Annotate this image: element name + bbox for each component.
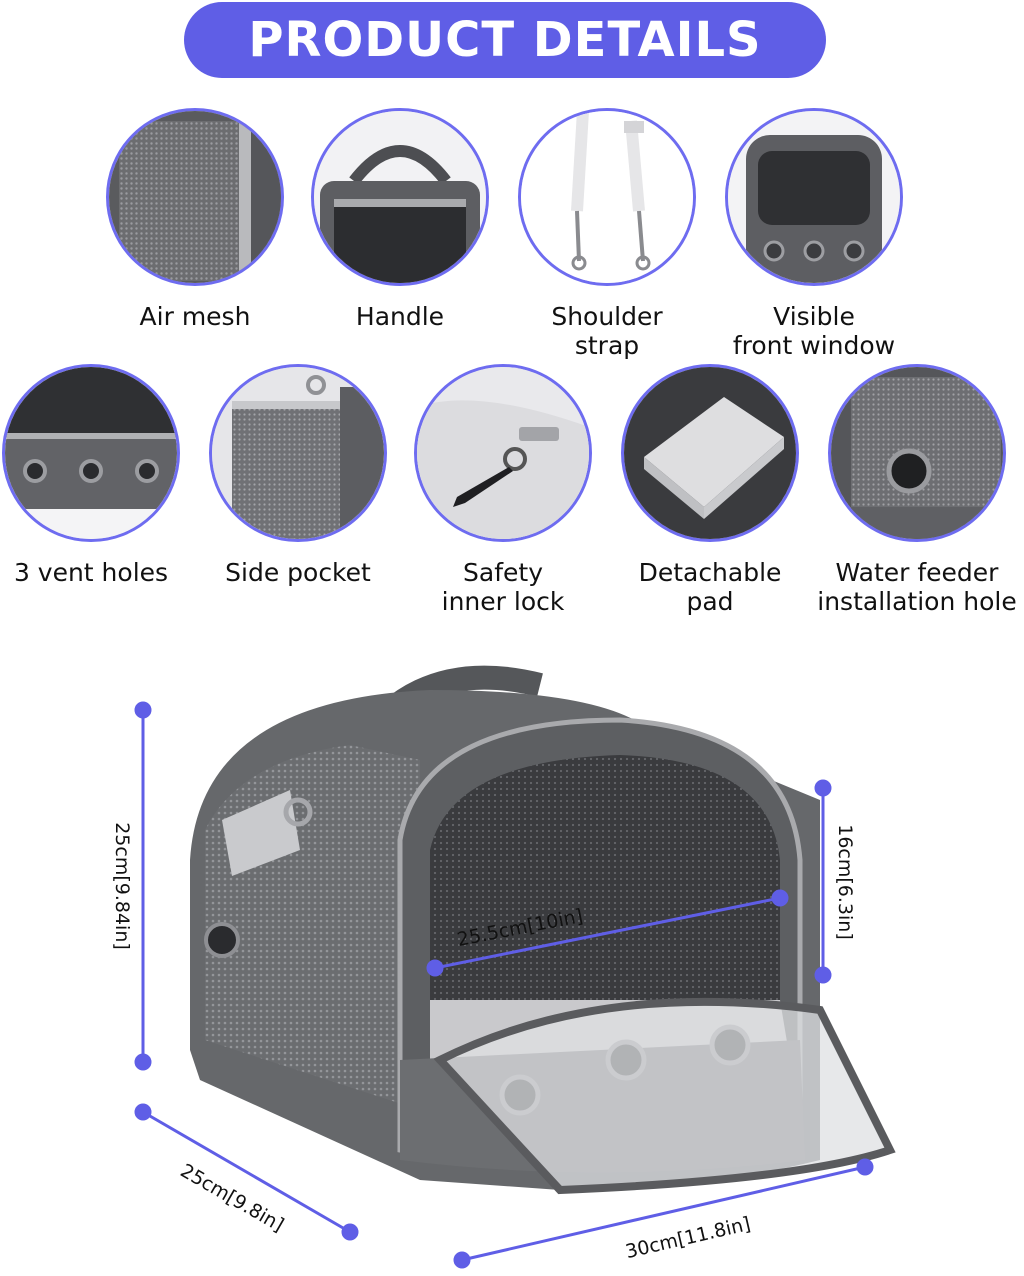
side-pocket [222,790,300,876]
title-banner: PRODUCT DETAILS [184,2,826,78]
air-mesh-photo [106,108,284,286]
vent-holes-photo [2,364,180,542]
feature-shoulder-strap: Shoulder strap [507,108,707,360]
page-title: PRODUCT DETAILS [248,12,762,68]
water-hole-photo [828,364,1006,542]
feature-water-hole: Water feeder installation hole [817,364,1017,616]
opening-height-dimension-label: 16cm[6.3in] [834,824,856,940]
feature-label: Safety inner lock [441,558,565,616]
feature-label: 3 vent holes [13,558,169,587]
feature-vent-holes: 3 vent holes [0,364,191,587]
height-dimension-label: 25cm[9.84in] [111,822,133,950]
product-dimension-illustration [134,665,896,1269]
front-window-photo [725,108,903,286]
feature-label: Shoulder strap [551,302,663,360]
feature-label: Air mesh [139,302,251,331]
pad-photo [621,364,799,542]
front-opening [430,755,780,1050]
feature-label: Detachable pad [638,558,782,616]
feature-inner-lock: Safety inner lock [403,364,603,616]
feature-label: Water feeder installation hole [817,558,1017,616]
feature-side-pocket: Side pocket [198,364,398,587]
feature-label: Side pocket [225,558,371,587]
feature-front-window: Visible front window [714,108,914,360]
shoulder-strap-photo [518,108,696,286]
water-feeder-hole [204,922,240,958]
window-flap [433,997,896,1195]
side-pocket-photo [209,364,387,542]
feature-handle: Handle [300,108,500,331]
feature-label: Visible front window [732,302,896,360]
handle-photo [311,108,489,286]
feature-pad: Detachable pad [610,364,810,616]
feature-air-mesh: Air mesh [95,108,295,331]
inner-lock-photo [414,364,592,542]
feature-label: Handle [355,302,445,331]
strap-ring [283,797,313,827]
